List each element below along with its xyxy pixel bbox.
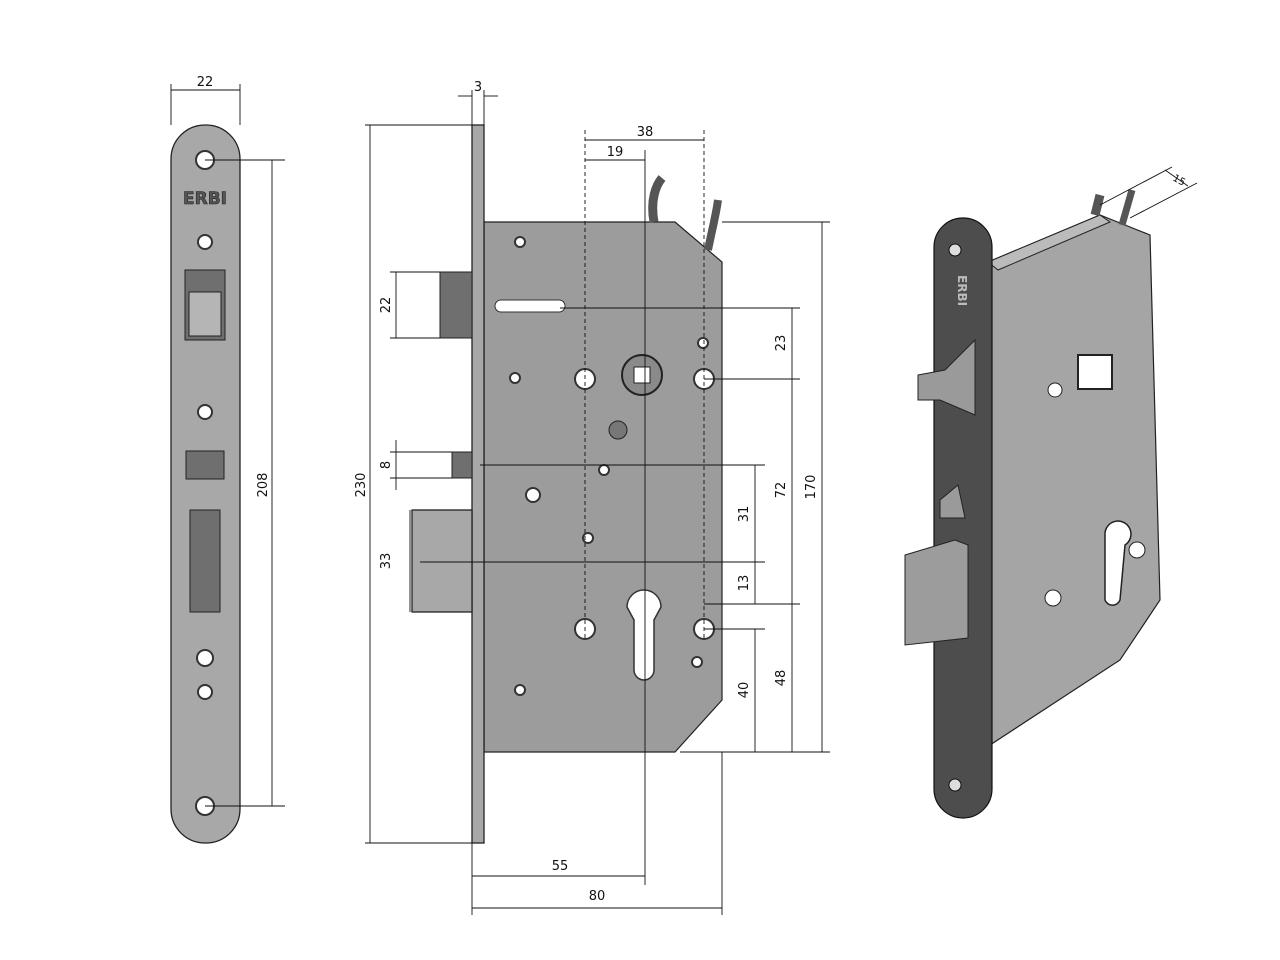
- hole: [525, 487, 541, 503]
- iso-screw-hole: [948, 243, 962, 257]
- iso-latch: [917, 338, 976, 416]
- hole: [582, 532, 594, 544]
- hole: [514, 236, 526, 248]
- iso-aux-bolt: [939, 484, 966, 519]
- aux-bolt: [185, 450, 225, 480]
- dim-wire-offset: 19: [607, 145, 624, 160]
- iso-brand-logo: ERBI: [955, 275, 969, 306]
- dim-wire-spacing: 38: [637, 125, 654, 140]
- iso-hole: [1128, 541, 1146, 559]
- dim-aux-to-cylinder: 31: [737, 506, 752, 523]
- aux-bolt-side: [451, 451, 473, 479]
- dim-cylinder-bottom-a: 40: [737, 682, 752, 699]
- dim-case-depth: 80: [589, 889, 606, 904]
- wire: [704, 199, 722, 251]
- iso-spindle: [1077, 354, 1113, 390]
- hole: [514, 684, 526, 696]
- iso-case-top: [987, 214, 1112, 271]
- deadbolt-opening: [189, 509, 221, 613]
- screw: [608, 420, 628, 440]
- dim-total-height: 230: [354, 473, 369, 498]
- iso-wire: [1118, 189, 1136, 226]
- dim-cylinder-bottom-b: 48: [774, 670, 789, 687]
- screw-hole: [196, 649, 214, 667]
- latch-bolt-side: [439, 271, 473, 339]
- latch-bolt: [188, 291, 222, 337]
- iso-deadbolt: [904, 539, 969, 646]
- iso-cylinder-cutout: [1104, 520, 1132, 606]
- side-view: 3 38 19 230 22 8 33 23 72 48 170: [354, 80, 830, 915]
- hole: [697, 337, 709, 349]
- dim-deadbolt-offset: 13: [737, 575, 752, 592]
- front-view: ERBI 22 208: [170, 75, 285, 844]
- hole: [509, 372, 521, 384]
- dim-wire-gap: 15: [1171, 173, 1187, 189]
- iso-hole: [1044, 589, 1062, 607]
- dim-faceplate-thickness: 3: [474, 80, 482, 95]
- hole: [598, 464, 610, 476]
- iso-wire: [1090, 193, 1105, 217]
- dim-case-height: 170: [804, 475, 819, 500]
- spindle-square: [633, 366, 651, 384]
- screw-hole: [197, 234, 213, 250]
- screw-hole: [197, 404, 213, 420]
- dim-aux-bolt: 8: [379, 461, 394, 469]
- brand-logo: ERBI: [183, 189, 227, 209]
- iso-case: [987, 214, 1161, 747]
- dim-width: 22: [197, 75, 214, 90]
- dim-backset: 55: [552, 859, 569, 874]
- iso-screw-hole: [948, 778, 962, 792]
- hole: [691, 656, 703, 668]
- screw-hole: [197, 684, 213, 700]
- dim-spindle-to-cylinder: 72: [774, 482, 789, 499]
- dim-latch-to-spindle: 23: [774, 335, 789, 352]
- cylinder-cutout: [626, 589, 662, 681]
- faceplate: [170, 124, 241, 844]
- deadbolt-side: [411, 509, 473, 613]
- faceplate-side: [471, 124, 485, 844]
- slot: [494, 299, 566, 313]
- dim-hole-spacing: 208: [256, 473, 271, 498]
- iso-hole: [1047, 382, 1063, 398]
- iso-view: ERBI 15: [904, 166, 1198, 819]
- wire: [648, 175, 666, 223]
- dim-deadbolt-height: 33: [379, 553, 394, 570]
- dim-latch-height: 22: [379, 297, 394, 314]
